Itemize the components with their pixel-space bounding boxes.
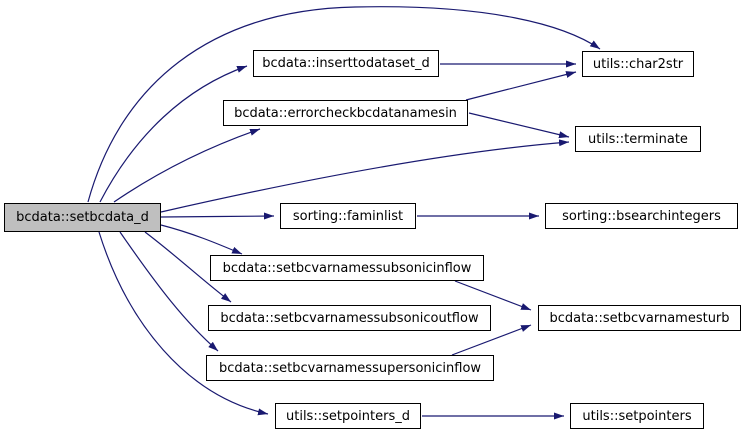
edge-setbcvarnamessupersonicinflow-setbcvarnamesturb	[451, 324, 532, 356]
edge-setbcvarnamessubsonicinflow-setbcvarnamesturb	[454, 280, 532, 311]
node-errorcheckbcdatanamesin[interactable]: bcdata::errorcheckbcdatanamesin	[223, 100, 468, 126]
node-setpointers[interactable]: utils::setpointers	[570, 403, 704, 429]
edge-setbcdata_d-inserttodataset_d	[99, 65, 248, 203]
node-faminlist[interactable]: sorting::faminlist	[280, 203, 416, 229]
node-bsearchintegers[interactable]: sorting::bsearchintegers	[545, 203, 738, 229]
edge-errorcheckbcdatanamesin-char2str	[465, 71, 577, 101]
edge-setbcdata_d-terminate	[160, 139, 570, 213]
edge-setbcdata_d-setbcvarnamessupersonicinflow	[119, 231, 219, 352]
node-setbcvarnamessupersonicinflow[interactable]: bcdata::setbcvarnamessupersonicinflow	[206, 355, 494, 381]
edge-setbcdata_d-setbcvarnamessubsonicoutflow	[144, 231, 232, 303]
node-inserttodataset_d[interactable]: bcdata::inserttodataset_d	[253, 50, 439, 77]
node-char2str[interactable]: utils::char2str	[582, 51, 694, 77]
edge-errorcheckbcdatanamesin-terminate	[468, 112, 570, 139]
node-terminate[interactable]: utils::terminate	[575, 126, 701, 152]
edge-setbcdata_d-char2str	[87, 6, 601, 203]
edge-setbcdata_d-setpointers_d	[98, 231, 269, 416]
edge-setbcdata_d-faminlist	[160, 212, 275, 220]
edge-setbcdata_d-setbcvarnamessubsonicinflow	[160, 224, 243, 255]
node-setbcvarnamessubsonicinflow[interactable]: bcdata::setbcvarnamessubsonicinflow	[210, 255, 484, 281]
node-setbcvarnamessubsonicoutflow[interactable]: bcdata::setbcvarnamessubsonicoutflow	[208, 305, 491, 331]
node-setbcdata_d: bcdata::setbcdata_d	[4, 203, 161, 232]
node-setpointers_d[interactable]: utils::setpointers_d	[275, 403, 421, 429]
node-setbcvarnamesturb[interactable]: bcdata::setbcvarnamesturb	[538, 305, 741, 331]
edge-setbcdata_d-errorcheckbcdatanamesin	[113, 128, 261, 203]
